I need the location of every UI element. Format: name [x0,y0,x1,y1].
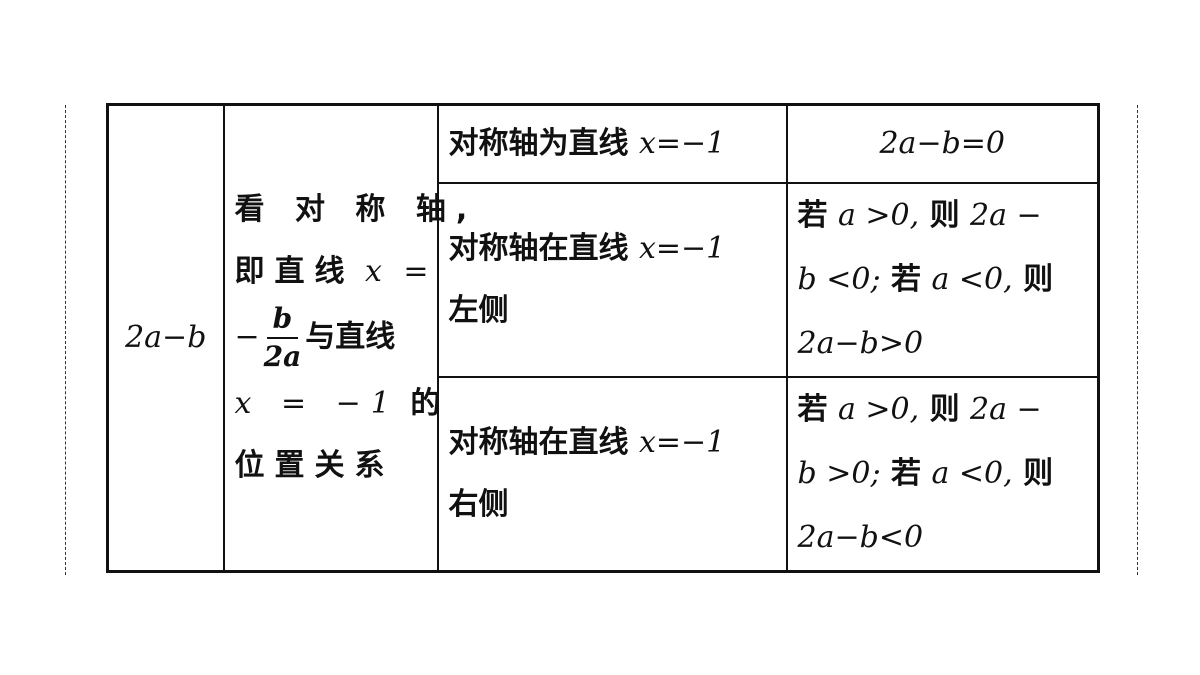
condition-cell-3: 对称轴在直线 x=−1 右侧 [436,375,788,572]
method-line-4: x = −1 的 [234,385,441,421]
expression-label: 2a−b [125,320,207,356]
condition-cell-2: 对称轴在直线 x=−1 左侧 [436,181,788,378]
method-line-5: 位置关系 [234,447,395,483]
result-cell-3: 若 a >0, 则 2a − b >0; 若 a <0, 则 2a−b<0 [785,375,1100,572]
right-dashed-border [1137,105,1138,575]
method-line-1: 看 对 称 轴, [234,191,478,227]
result-cell-2: 若 a >0, 则 2a − b <0; 若 a <0, 则 2a−b>0 [785,181,1100,378]
expression-cell: 2a−b [106,103,225,572]
result-cell-1: 2a−b=0 [785,103,1100,184]
method-line-2: 即直线 x = [234,253,435,289]
condition-cell-1: 对称轴为直线 x=−1 [436,103,788,184]
left-dashed-border [65,105,66,575]
